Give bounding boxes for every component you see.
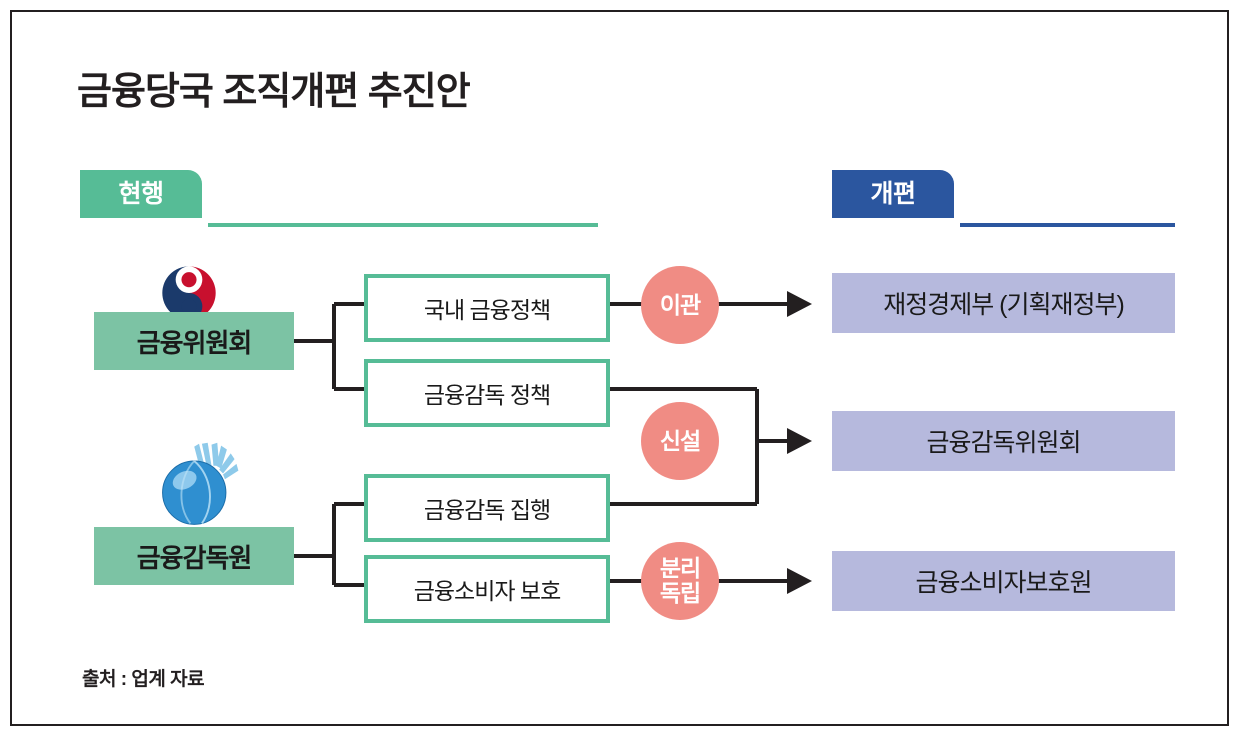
action-label-line1: 신설 <box>659 427 701 454</box>
tab-current-label: 현행 <box>118 180 164 208</box>
result-label: 재정경제부 (기획재정부) <box>883 291 1125 319</box>
function-box-domestic-policy[interactable]: 국내 금융정책 <box>364 274 610 342</box>
function-label: 금융소비자 보호 <box>413 578 562 604</box>
action-label-line1: 이관 <box>659 291 701 318</box>
tab-reform[interactable]: 개편 <box>832 170 954 214</box>
result-box-mofe[interactable]: 재정경제부 (기획재정부) <box>832 273 1175 333</box>
page-title: 금융당국 조직개편 추진안 <box>77 71 471 113</box>
agency-box-fss[interactable]: 금융감독원 <box>94 527 294 585</box>
result-label: 금융소비자보호원 <box>915 569 1092 597</box>
action-label-line2: 독립 <box>659 580 701 606</box>
tab-reform-label: 개편 <box>870 180 916 208</box>
result-label: 금융감독위원회 <box>926 429 1081 457</box>
agency-label: 금융위원회 <box>136 327 253 358</box>
tab-reform-rule-extension <box>960 223 1175 227</box>
tab-current-underline <box>80 214 202 218</box>
function-label: 금융감독 정책 <box>423 382 551 408</box>
function-box-supervision-policy[interactable]: 금융감독 정책 <box>364 359 610 427</box>
action-circle-new[interactable]: 신설 <box>641 402 719 480</box>
function-label: 금융감독 집행 <box>423 497 551 523</box>
action-label-line1: 분리 <box>659 555 701 582</box>
result-box-fsc-new[interactable]: 금융감독위원회 <box>832 411 1175 471</box>
action-circle-transfer[interactable]: 이관 <box>641 266 719 344</box>
tab-current-rule-extension <box>208 223 598 227</box>
source-note: 출처 : 업계 자료 <box>82 669 205 690</box>
agency-box-fsc[interactable]: 금융위원회 <box>94 312 294 370</box>
arrowhead-icon <box>787 291 812 594</box>
agency-label: 금융감독원 <box>136 542 253 573</box>
function-box-supervision-execution[interactable]: 금융감독 집행 <box>364 474 610 542</box>
tab-reform-underline <box>832 214 954 218</box>
tab-current[interactable]: 현행 <box>80 170 202 214</box>
taegeuk-emblem-icon <box>162 266 216 320</box>
globe-rays-emblem-icon <box>162 442 239 525</box>
action-circle-split[interactable]: 분리 독립 <box>641 542 719 620</box>
infographic-canvas: 금융당국 조직개편 추진안 현행 개편 <box>10 10 1229 726</box>
connector-lines <box>294 291 812 594</box>
result-box-consumer-agency[interactable]: 금융소비자보호원 <box>832 551 1175 611</box>
function-box-consumer-protection[interactable]: 금융소비자 보호 <box>364 555 610 623</box>
function-label: 국내 금융정책 <box>423 297 551 323</box>
